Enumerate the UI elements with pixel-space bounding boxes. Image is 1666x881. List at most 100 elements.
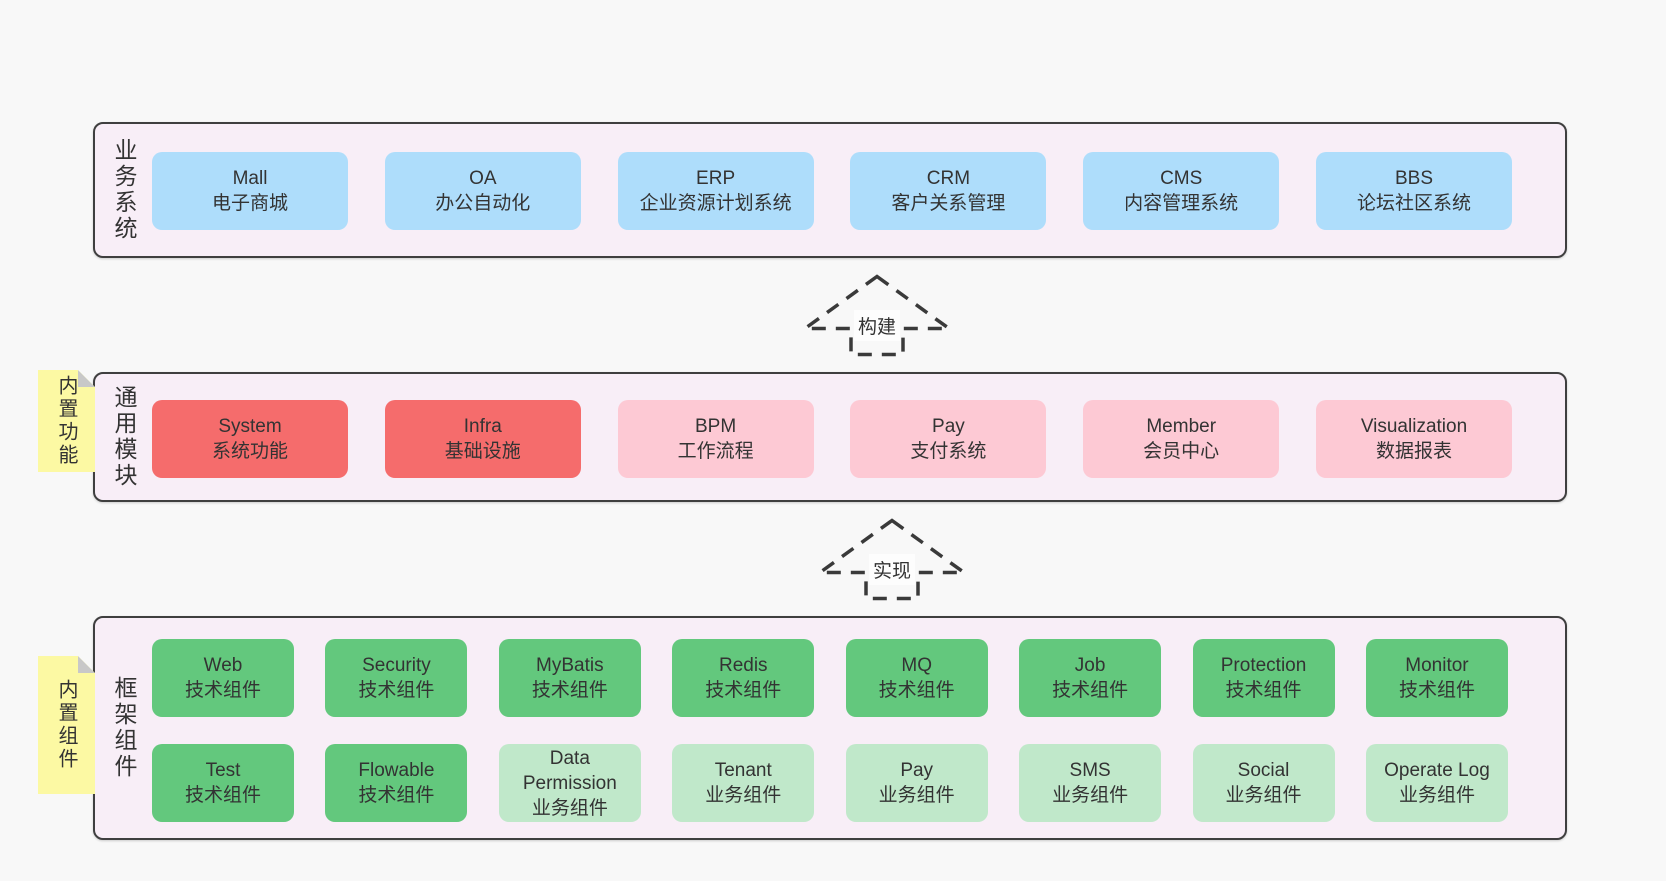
box-subtitle: 技术组件: [358, 680, 435, 701]
box-title: OA: [469, 168, 497, 189]
box-title: System: [218, 416, 282, 437]
box-subtitle: 技术组件: [705, 680, 782, 701]
box-subtitle: 电子商城: [211, 193, 288, 214]
box-title: Flowable: [358, 760, 435, 781]
box-monitor: Monitor 技术组件: [1365, 639, 1508, 717]
arrow-implement-label: 实现: [868, 553, 916, 585]
box-subtitle: 内容管理系统: [1124, 193, 1239, 214]
sticky-note-built-in-components: 内置组件: [38, 656, 95, 794]
box-title: Member: [1146, 416, 1217, 437]
section-common-modules: 通用模块 System 系统功能 Infra 基础设施 BPM 工作流程 Pay…: [93, 372, 1567, 502]
box-title: Social: [1237, 760, 1290, 781]
box-tenant: Tenant 业务组件: [672, 744, 815, 822]
box-oa: OA 办公自动化: [384, 152, 581, 230]
up-arrow-icon: [802, 274, 952, 357]
box-protection: Protection 技术组件: [1192, 639, 1335, 717]
box-subtitle: 技术组件: [184, 785, 261, 806]
box-flowable: Flowable 技术组件: [325, 744, 468, 822]
box-mq: MQ 技术组件: [845, 639, 988, 717]
box-subtitle: 业务组件: [531, 797, 608, 819]
box-title: BBS: [1394, 168, 1433, 189]
box-subtitle: 业务组件: [1225, 785, 1302, 806]
box-job: Job 技术组件: [1019, 639, 1162, 717]
box-subtitle: 技术组件: [358, 785, 435, 806]
box-title: Infra: [463, 416, 502, 437]
box-subtitle: 业务组件: [878, 785, 955, 806]
sticky-note-built-in-functions: 内置功能: [38, 370, 95, 472]
box-infra: Infra 基础设施: [384, 400, 581, 478]
box-title: SMS: [1069, 760, 1111, 781]
box-title: Mall: [232, 168, 268, 189]
box-title: Web: [203, 655, 243, 676]
section-label-modules: 通用模块: [111, 385, 137, 489]
box-test: Test 技术组件: [152, 744, 294, 822]
box-data-permission: Data Permission 业务组件: [498, 744, 641, 822]
box-title: MQ: [901, 655, 932, 676]
note-label: 内置组件: [55, 679, 77, 771]
arrow-build-label: 构建: [853, 309, 901, 341]
box-member: Member 会员中心: [1083, 400, 1280, 478]
box-subtitle: 基础设施: [444, 441, 521, 462]
section-business-systems: 业务系统 Mall 电子商城 OA 办公自动化 ERP 企业资源计划系统 CRM…: [93, 122, 1567, 258]
box-title: Security: [362, 655, 431, 676]
business-boxes-row: Mall 电子商城 OA 办公自动化 ERP 企业资源计划系统 CRM 客户关系…: [152, 152, 1512, 230]
box-bbs: BBS 论坛社区系统: [1315, 152, 1512, 230]
framework-boxes-row1: Web 技术组件 Security 技术组件 MyBatis 技术组件 Redi…: [152, 639, 1508, 717]
box-erp: ERP 企业资源计划系统: [617, 152, 814, 230]
box-subtitle: 工作流程: [677, 441, 754, 462]
box-subtitle: 技术组件: [1052, 680, 1129, 701]
box-cms: CMS 内容管理系统: [1083, 152, 1280, 230]
box-title: CMS: [1160, 168, 1203, 189]
box-title: Protection: [1220, 655, 1307, 676]
box-subtitle: 会员中心: [1143, 441, 1220, 462]
box-redis: Redis 技术组件: [672, 639, 815, 717]
box-social: Social 业务组件: [1192, 744, 1335, 822]
box-subtitle: 业务组件: [1398, 785, 1475, 806]
box-title: Job: [1074, 655, 1106, 676]
arrow-implement: 实现: [817, 517, 967, 602]
arrow-build: 构建: [802, 273, 952, 358]
box-title: Pay: [900, 760, 934, 781]
box-subtitle: 客户关系管理: [891, 193, 1006, 214]
box-title: Test: [205, 760, 241, 781]
box-subtitle: 业务组件: [1052, 785, 1129, 806]
box-mybatis: MyBatis 技术组件: [498, 639, 641, 717]
box-mall: Mall 电子商城: [152, 152, 348, 230]
box-crm: CRM 客户关系管理: [850, 152, 1047, 230]
modules-boxes-row: System 系统功能 Infra 基础设施 BPM 工作流程 Pay 支付系统…: [152, 400, 1512, 478]
section-label-framework: 框架组件: [111, 676, 137, 780]
box-subtitle: 技术组件: [1398, 680, 1475, 701]
box-title: Tenant: [714, 760, 772, 781]
box-subtitle: 论坛社区系统: [1356, 193, 1471, 214]
box-system: System 系统功能: [152, 400, 348, 478]
box-title: Operate Log: [1384, 760, 1490, 781]
box-pay-business: Pay 业务组件: [845, 744, 988, 822]
box-title: Visualization: [1360, 416, 1468, 437]
box-title: Redis: [718, 655, 768, 676]
box-visualization: Visualization 数据报表: [1315, 400, 1512, 478]
box-subtitle: 数据报表: [1375, 441, 1452, 462]
box-web: Web 技术组件: [152, 639, 294, 717]
box-title: Pay: [932, 416, 965, 437]
box-pay: Pay 支付系统: [850, 400, 1047, 478]
box-title: CRM: [926, 168, 971, 189]
box-title: ERP: [696, 168, 736, 189]
box-operate-log: Operate Log 业务组件: [1365, 744, 1508, 822]
box-subtitle: 办公自动化: [435, 193, 531, 214]
box-title: Monitor: [1405, 655, 1469, 676]
framework-boxes-row2: Test 技术组件 Flowable 技术组件 Data Permission …: [152, 744, 1508, 822]
box-subtitle: 技术组件: [878, 680, 955, 701]
box-security: Security 技术组件: [325, 639, 468, 717]
section-framework-components: 框架组件 Web 技术组件 Security 技术组件 MyBatis 技术组件…: [93, 616, 1567, 840]
box-subtitle: 系统功能: [211, 441, 288, 462]
box-subtitle: 技术组件: [184, 680, 261, 701]
box-subtitle: 技术组件: [531, 680, 608, 701]
box-title: Data Permission: [522, 747, 617, 794]
note-label: 内置功能: [55, 375, 77, 467]
box-sms: SMS 业务组件: [1019, 744, 1162, 822]
up-arrow-icon: [817, 518, 967, 601]
box-subtitle: 企业资源计划系统: [639, 193, 792, 214]
box-subtitle: 支付系统: [910, 441, 987, 462]
box-bpm: BPM 工作流程: [617, 400, 814, 478]
